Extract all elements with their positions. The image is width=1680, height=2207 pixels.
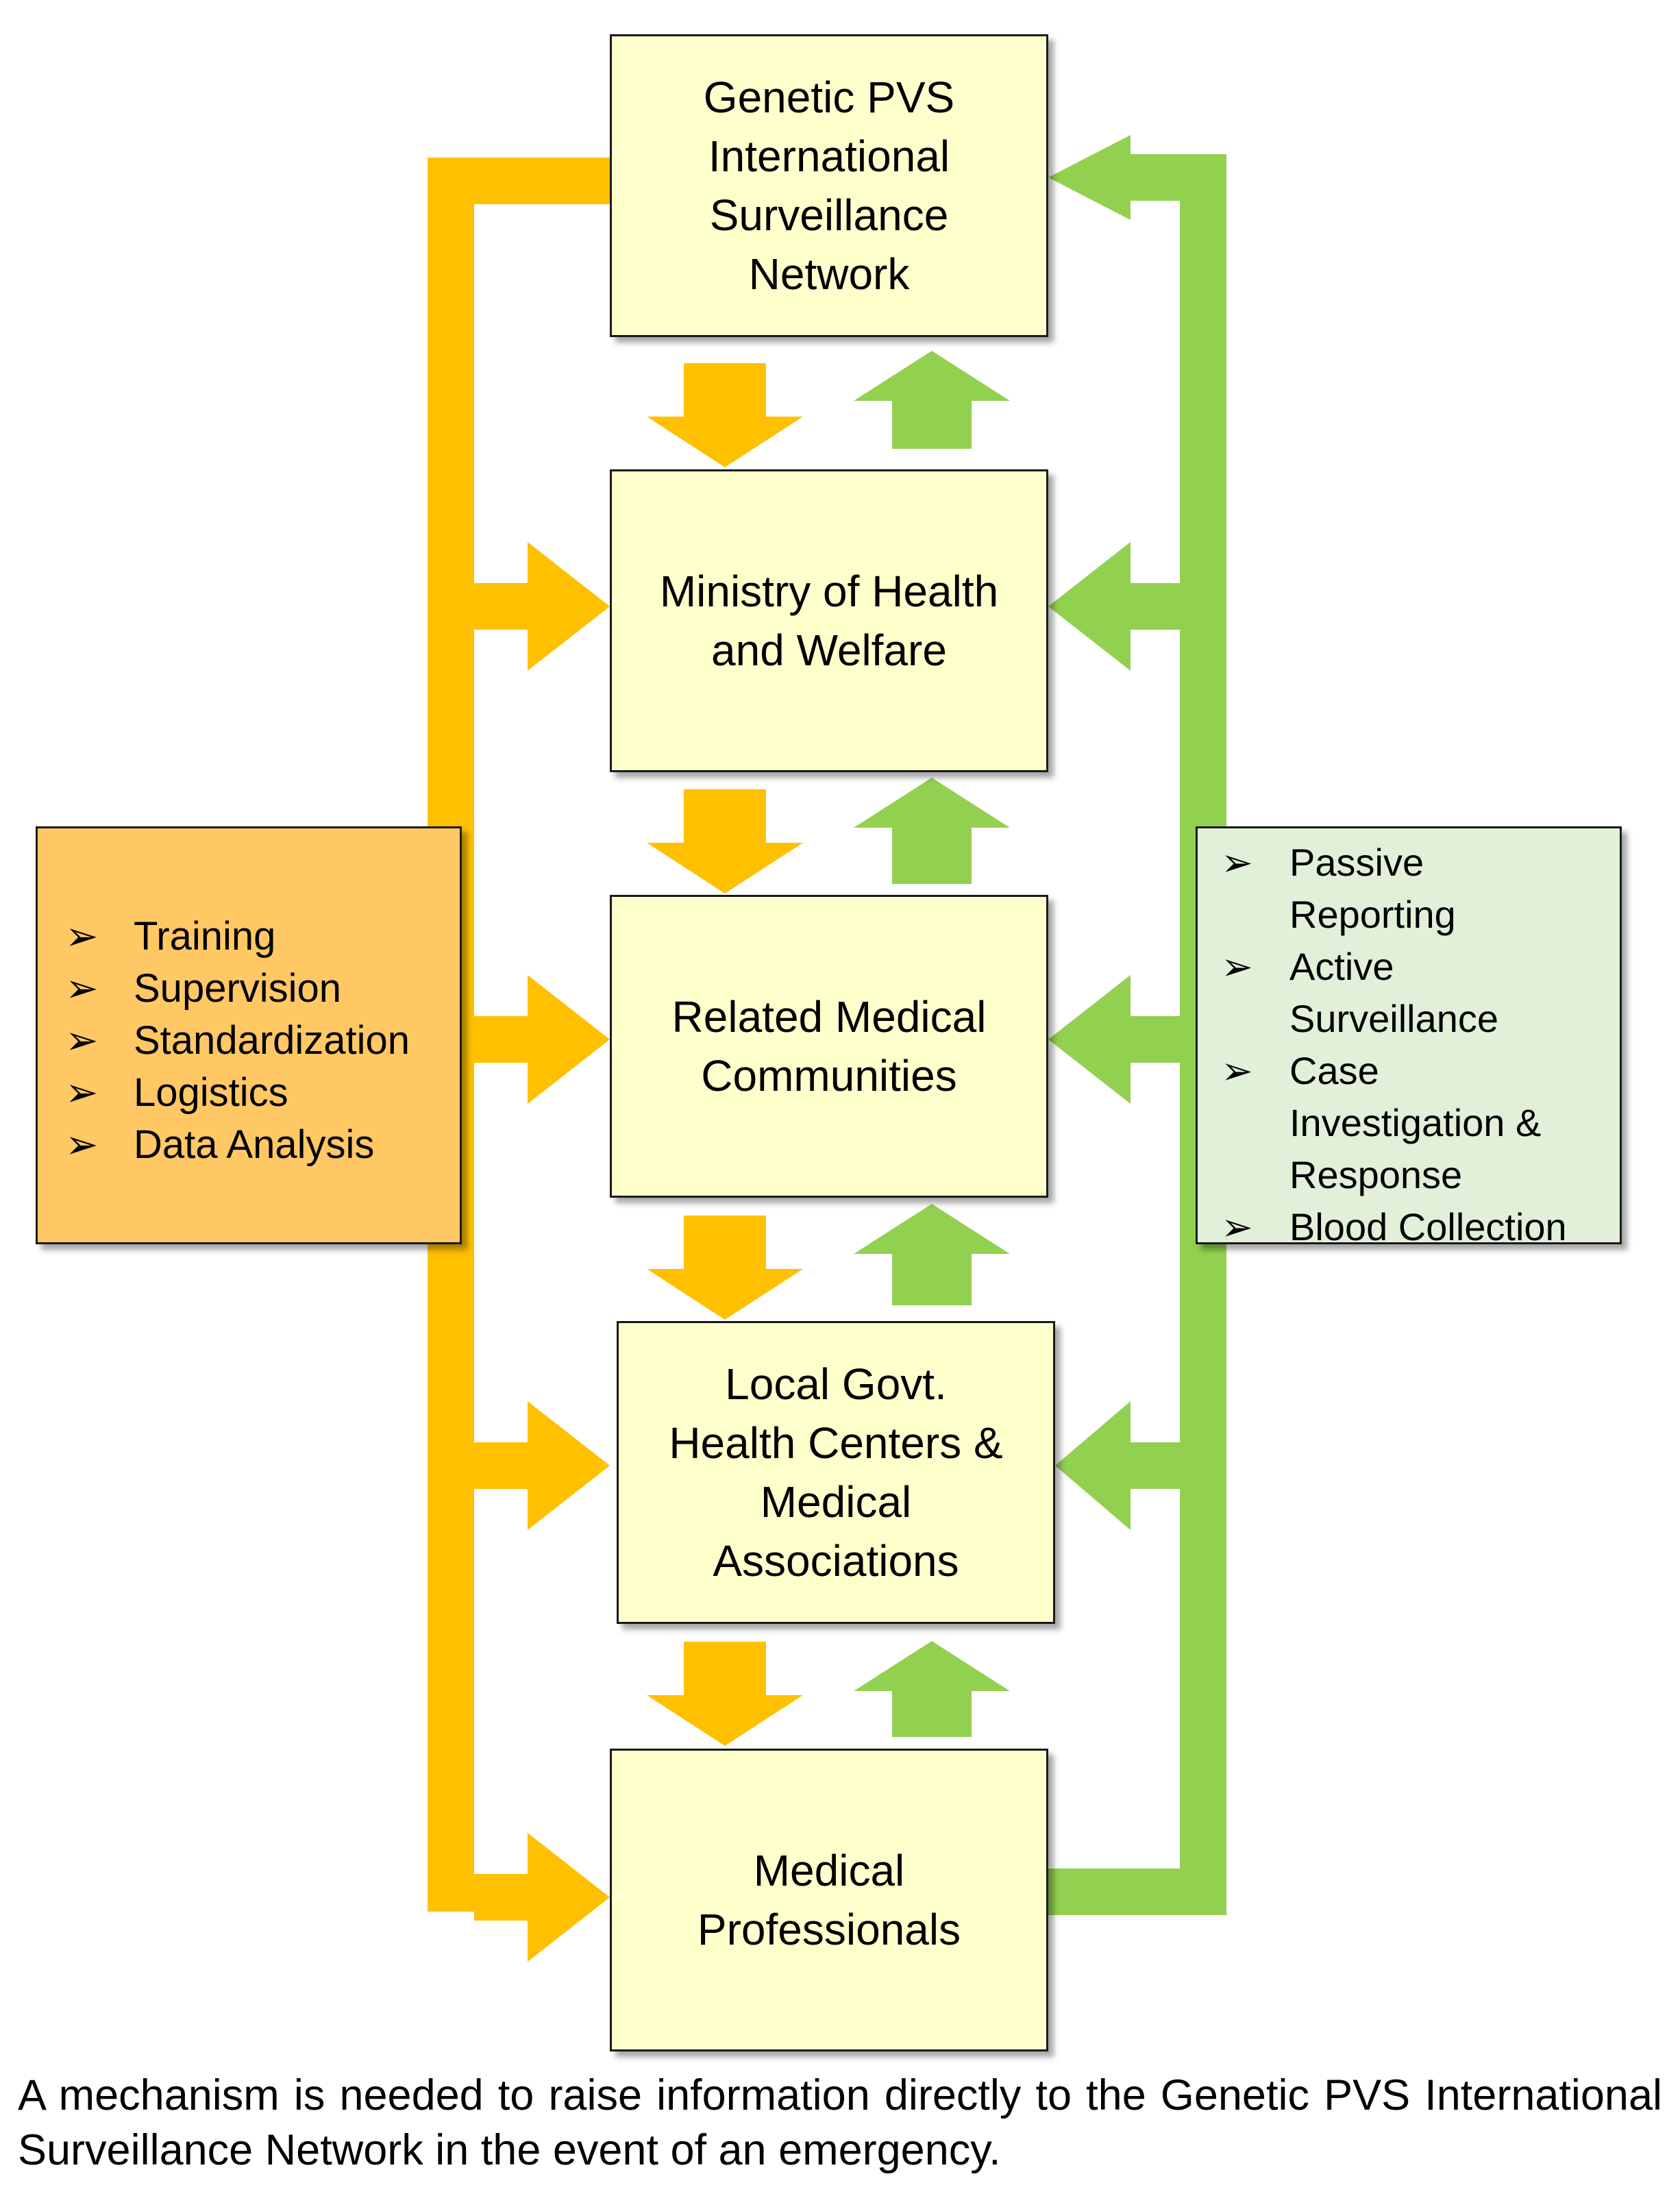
arrowhead-bullet-icon: ➢: [65, 1018, 99, 1063]
green-arrow-to-ministry: [1048, 542, 1180, 671]
node-label: Local Govt. Health Centers & Medical Ass…: [669, 1359, 1003, 1586]
arrowhead-bullet-icon: ➢: [1221, 1049, 1253, 1092]
orange-arrow-to-medical-communities: [474, 975, 610, 1104]
orange-arrow-to-local-govt: [474, 1401, 610, 1530]
node-label: Related Medical Communities: [671, 992, 987, 1100]
arrowhead-bullet-icon: ➢: [1221, 1205, 1253, 1248]
green-arrow-to-local-govt: [1055, 1401, 1180, 1530]
list-item: ➢Logistics: [65, 1067, 446, 1119]
green-up-arrow-3: [854, 1204, 1010, 1305]
green-up-arrow-2: [854, 778, 1010, 884]
orange-down-arrow-2: [647, 789, 803, 893]
node-ministry-of-health: Ministry of Health and Welfare: [610, 469, 1048, 772]
arrowhead-bullet-icon: ➢: [65, 966, 99, 1011]
support-activities-list: ➢Training ➢Supervision ➢Standardization …: [65, 911, 446, 1171]
list-item: ➢Case Investigation & Response: [1221, 1045, 1613, 1201]
arrowhead-bullet-icon: ➢: [65, 1122, 99, 1167]
support-activities-panel: ➢Training ➢Supervision ➢Standardization …: [36, 826, 462, 1244]
orange-down-arrow-1: [647, 363, 803, 467]
orange-arrow-to-professionals: [474, 1833, 610, 1962]
list-item: ➢Supervision: [65, 963, 446, 1015]
reporting-activities-panel: ➢Passive Reporting ➢Active Surveillance …: [1196, 826, 1622, 1248]
list-item: ➢Blood Collection: [1221, 1201, 1613, 1253]
list-item: ➢Passive Reporting: [1221, 837, 1613, 941]
node-related-medical-communities: Related Medical Communities: [610, 895, 1048, 1198]
node-local-govt-health-centers: Local Govt. Health Centers & Medical Ass…: [617, 1321, 1055, 1624]
orange-down-arrow-4: [647, 1642, 803, 1746]
green-arrow-to-medical-communities: [1048, 975, 1180, 1104]
top-down-support-flow: [428, 158, 803, 1962]
green-up-arrow-1: [854, 351, 1010, 449]
orange-arrow-to-ministry: [474, 542, 610, 671]
diagram-caption: A mechanism is needed to raise informati…: [18, 2071, 1662, 2174]
node-medical-professionals: Medical Professionals: [610, 1749, 1048, 2051]
node-label: Medical Professionals: [697, 1846, 961, 1954]
node-genetic-pvs-network: Genetic PVS International Surveillance N…: [610, 34, 1048, 337]
arrowhead-bullet-icon: ➢: [65, 1070, 99, 1115]
node-label: Ministry of Health and Welfare: [659, 567, 999, 675]
list-item: ➢Data Analysis: [65, 1119, 446, 1171]
green-up-arrow-4: [854, 1641, 1010, 1737]
green-arrow-to-genetic-pvs: [1048, 135, 1180, 220]
list-item: ➢Training: [65, 911, 446, 963]
node-label: Genetic PVS International Surveillance N…: [703, 73, 955, 299]
list-item: ➢Active Surveillance: [1221, 941, 1613, 1045]
list-item: ➢Standardization: [65, 1015, 446, 1067]
reporting-activities-list: ➢Passive Reporting ➢Active Surveillance …: [1221, 837, 1613, 1253]
arrowhead-bullet-icon: ➢: [1221, 841, 1253, 884]
orange-top-connector: [428, 158, 610, 204]
arrowhead-bullet-icon: ➢: [1221, 945, 1253, 988]
arrowhead-bullet-icon: ➢: [65, 914, 99, 959]
green-bottom-connector: [1048, 1869, 1226, 1915]
orange-down-arrow-3: [647, 1216, 803, 1320]
